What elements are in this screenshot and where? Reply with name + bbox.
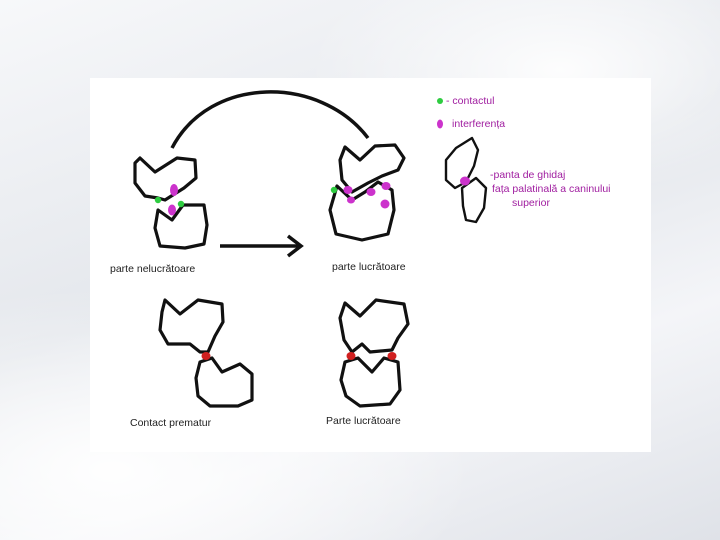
upper-tooth xyxy=(133,156,198,202)
interference-mark xyxy=(170,184,178,196)
interference-mark xyxy=(366,188,376,196)
interference-mark xyxy=(347,196,355,204)
interference-mark xyxy=(343,186,353,194)
straight-arrow xyxy=(220,234,304,258)
interference-mark xyxy=(381,182,391,190)
contact-dot xyxy=(154,196,162,204)
figure-panel xyxy=(90,78,651,452)
tooth-pair-non-working xyxy=(133,156,209,250)
premature-contact-dot xyxy=(201,352,211,360)
label-non-working-side: parte nelucrătoare xyxy=(110,263,195,275)
canine-guidance-sketch xyxy=(444,136,488,224)
curved-arrow xyxy=(170,90,370,149)
canine-note-line1: -panta de ghidaj xyxy=(490,169,565,181)
legend: - contactul interferența xyxy=(437,95,505,130)
canine-note-line3: superior xyxy=(512,197,550,209)
interference-mark xyxy=(380,199,390,209)
interference-mark xyxy=(168,204,176,216)
legend-contact-dot xyxy=(437,98,443,104)
upper-tooth xyxy=(338,298,410,354)
premature-contact-dot xyxy=(346,352,356,360)
lower-tooth xyxy=(153,203,209,250)
label-premature-contact: Contact prematur xyxy=(130,417,212,429)
guidance-slope-mark xyxy=(460,176,470,186)
canine-note-line2: fața palatinală a caninului xyxy=(492,183,611,195)
lower-tooth xyxy=(194,356,254,408)
legend-interference-label: interferența xyxy=(452,118,505,130)
label-working-side-top: parte lucrătoare xyxy=(332,261,406,273)
lower-tooth xyxy=(328,180,396,242)
premature-contact-dot xyxy=(387,352,397,360)
upper-tooth xyxy=(158,298,225,354)
tooth-pair-working-top xyxy=(328,143,406,242)
contact-dot xyxy=(177,200,185,208)
tooth-pair-premature xyxy=(158,298,254,408)
legend-contact-label: - contactul xyxy=(446,95,494,107)
lower-tooth xyxy=(339,356,402,408)
upper-tooth xyxy=(338,143,406,194)
label-working-side-bottom: Parte lucrătoare xyxy=(326,415,401,427)
contact-dot xyxy=(330,186,338,194)
canine-note: -panta de ghidaj fața palatinală a canin… xyxy=(490,169,611,209)
lower-canine xyxy=(460,176,488,224)
legend-interference-mark xyxy=(437,119,443,129)
tooth-pair-working-bottom xyxy=(338,298,410,408)
